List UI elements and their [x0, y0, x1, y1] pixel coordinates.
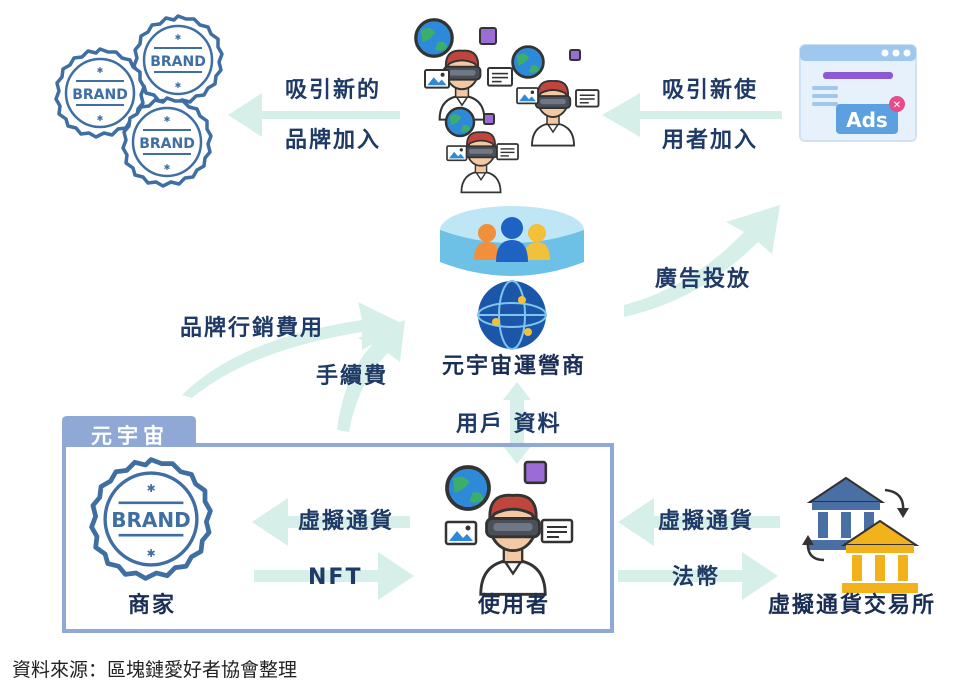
label-attract-users-line2: 用者加入 [662, 128, 759, 153]
svg-text:✕: ✕ [893, 100, 901, 111]
brand-badge-text-1: BRAND [150, 54, 206, 70]
exchange-bank-icon [802, 477, 919, 594]
label-brand-marketing-fee: 品牌行銷費用 [180, 316, 325, 341]
arrow-brand-marketing [182, 302, 405, 398]
label-virtual-currency-right: 虛擬通貨 [658, 509, 755, 534]
label-exchange: 虛擬通貨交易所 [768, 593, 937, 618]
operator-dome-icon [440, 206, 584, 276]
label-user: 使用者 [478, 593, 551, 618]
arrow-fiat-to-exchange [618, 552, 778, 600]
merchant-badge-text: BRAND [111, 508, 190, 532]
label-fiat: 法幣 [672, 565, 721, 590]
label-handling-fee: 手續費 [316, 364, 389, 389]
ads-browser-icon: ✕ [799, 44, 917, 142]
label-user-data: 用戶 資料 [456, 412, 562, 437]
label-ad-placement: 廣告投放 [655, 267, 752, 292]
label-virtual-currency-left: 虛擬通貨 [298, 509, 395, 534]
brand-badge-text-2: BRAND [72, 87, 128, 103]
label-merchant: 商家 [128, 593, 177, 618]
label-attract-users-line1: 吸引新使 [662, 78, 759, 103]
metaverse-tab-label: 元宇宙 [91, 424, 169, 448]
metaverse-frame [62, 416, 614, 633]
arrow-handling-fee [337, 320, 405, 432]
label-nft: NFT [308, 565, 363, 590]
arrow-attract-brands [228, 93, 400, 137]
label-attract-brands-line1: 吸引新的 [285, 78, 382, 103]
label-attract-brands-line2: 品牌加入 [285, 128, 382, 153]
arrow-user-data [503, 382, 531, 464]
user-vr-icon [444, 460, 574, 596]
source-caption: 資料來源：區塊鏈愛好者協會整理 [12, 659, 298, 681]
arrow-virtual-currency-to-merchant [252, 498, 410, 546]
arrow-attract-users [602, 93, 782, 137]
vr-users-cluster-icon [414, 18, 600, 194]
arrow-virtual-currency-to-user [618, 498, 780, 546]
brand-badge-text-3: BRAND [139, 136, 195, 152]
label-operator: 元宇宙運營商 [442, 354, 587, 379]
ads-text: Ads [846, 108, 888, 132]
arrow-nft-to-user [254, 552, 414, 600]
arrow-ad-placement [624, 205, 780, 317]
operator-globe-icon [477, 280, 547, 350]
